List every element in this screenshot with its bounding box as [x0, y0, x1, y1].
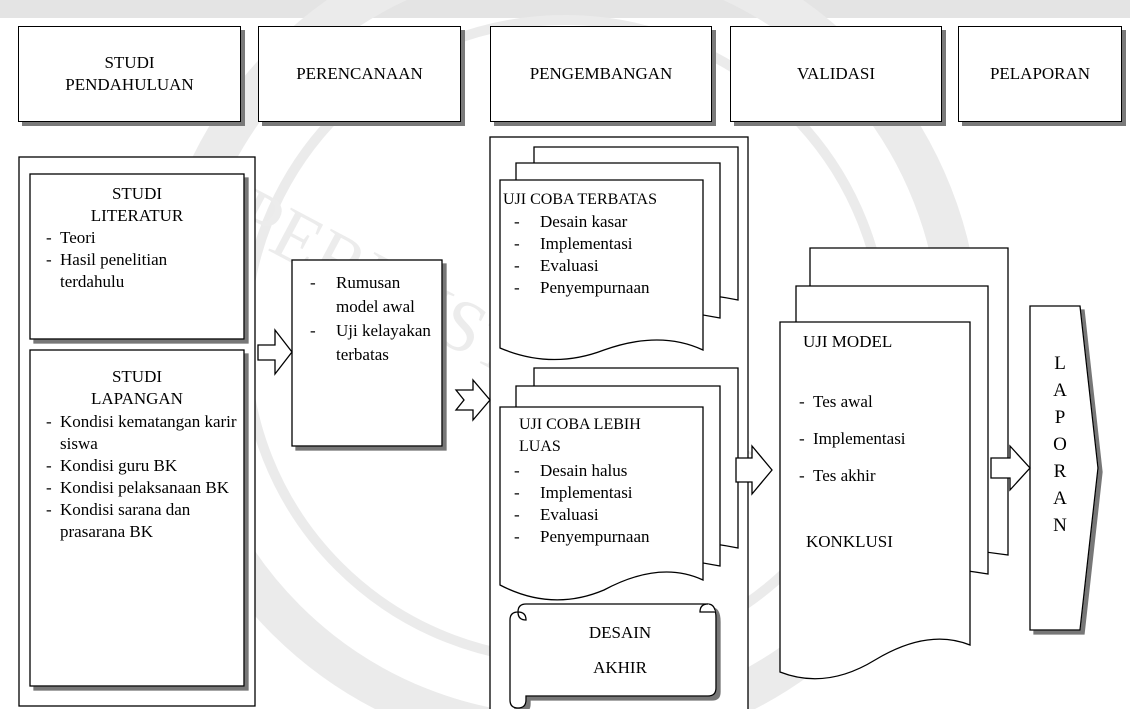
uji-coba-terbatas-list: Desain kasar Implementasi Evaluasi Penye… [500, 211, 700, 299]
uji-coba-lebih-luas-list: Desain halus Implementasi Evaluasi Penye… [500, 460, 700, 548]
phase-label: STUDI [104, 53, 155, 72]
arrow-to-validasi [735, 444, 773, 496]
laporan-box [1029, 305, 1099, 631]
perencanaan-list: Rumusan model awal Uji kelayakan terbata… [296, 271, 438, 367]
list-item: Teori [44, 227, 234, 249]
laporan-letter: P [1054, 407, 1066, 428]
uji-model-doc [779, 321, 971, 680]
title-line: STUDI [111, 367, 163, 386]
title-line: LAPANGAN [91, 389, 183, 408]
laporan-letter: L [1054, 353, 1066, 374]
desain-akhir-line1: DESAIN [588, 623, 652, 642]
list-item: Desain kasar [500, 211, 700, 233]
list-item: Implementasi [500, 482, 700, 504]
phase-label: VALIDASI [796, 64, 876, 83]
list-item: Tes akhir [797, 457, 967, 494]
phase-studi-pendahuluan: STUDI PENDAHULUAN [18, 26, 241, 122]
studi-lapangan-list: Kondisi kematangan karir siswa Kondisi g… [44, 411, 239, 543]
desain-akhir-scroll [509, 603, 717, 709]
phase-label: PELAPORAN [989, 64, 1091, 83]
phase-perencanaan: PERENCANAAN [258, 26, 461, 122]
desain-akhir-line2: AKHIR [593, 658, 647, 677]
studi-literatur-list: Teori Hasil penelitian terdahulu [44, 227, 234, 293]
laporan-letter: A [1053, 488, 1067, 509]
uji-model-conclusion: KONKLUSI [806, 532, 893, 551]
arrow-to-pengembangan [454, 378, 491, 422]
laporan-letters: L A P O R A N [1040, 350, 1080, 539]
list-item: Evaluasi [500, 255, 700, 277]
list-item: Implementasi [797, 420, 967, 457]
list-item: Kondisi guru BK [44, 455, 239, 477]
list-item: Kondisi kematangan karir siswa [44, 411, 239, 455]
phase-pelaporan: PELAPORAN [958, 26, 1122, 122]
arrow-to-perencanaan [257, 328, 293, 376]
title-line: UJI COBA LEBIH [519, 416, 641, 433]
phase-pengembangan: PENGEMBANGAN [490, 26, 712, 122]
laporan-letter: N [1053, 515, 1067, 536]
list-item: Rumusan model awal [296, 271, 438, 319]
phase-label: PERENCANAAN [296, 64, 423, 83]
uji-coba-terbatas-title: UJI COBA TERBATAS [503, 191, 658, 208]
list-item: Kondisi pelaksanaan BK [44, 477, 239, 499]
list-item: Implementasi [500, 233, 700, 255]
list-item: Kondisi sarana dan prasarana BK [44, 499, 239, 543]
uji-model-title: UJI MODEL [803, 332, 893, 351]
title-line: LUAS [519, 438, 561, 455]
list-item: Evaluasi [500, 504, 700, 526]
laporan-letter: R [1053, 461, 1067, 482]
list-item: Penyempurnaan [500, 526, 700, 548]
scroll-curl-right [699, 603, 716, 613]
list-item: Tes awal [797, 383, 967, 420]
uji-coba-lebih-luas-title: UJI COBA LEBIH LUAS [519, 414, 641, 458]
title-line: STUDI [111, 184, 163, 203]
studi-lapangan-title: STUDI LAPANGAN [30, 366, 244, 410]
uji-model-list: Tes awal Implementasi Tes akhir [797, 383, 967, 494]
list-item: Penyempurnaan [500, 277, 700, 299]
list-item: Uji kelayakan terbatas [296, 319, 438, 367]
list-item: Desain halus [500, 460, 700, 482]
phase-validasi: VALIDASI [730, 26, 942, 122]
phase-label: PENGEMBANGAN [529, 64, 673, 83]
phase-label: PENDAHULUAN [65, 75, 194, 94]
scroll-curl-left [517, 611, 527, 621]
studi-literatur-title: STUDI LITERATUR [30, 183, 244, 227]
laporan-letter: O [1053, 434, 1067, 455]
laporan-letter: A [1053, 380, 1067, 401]
list-item: Hasil penelitian terdahulu [44, 249, 234, 293]
title-line: LITERATUR [90, 206, 184, 225]
arrow-to-pelaporan [990, 444, 1031, 492]
